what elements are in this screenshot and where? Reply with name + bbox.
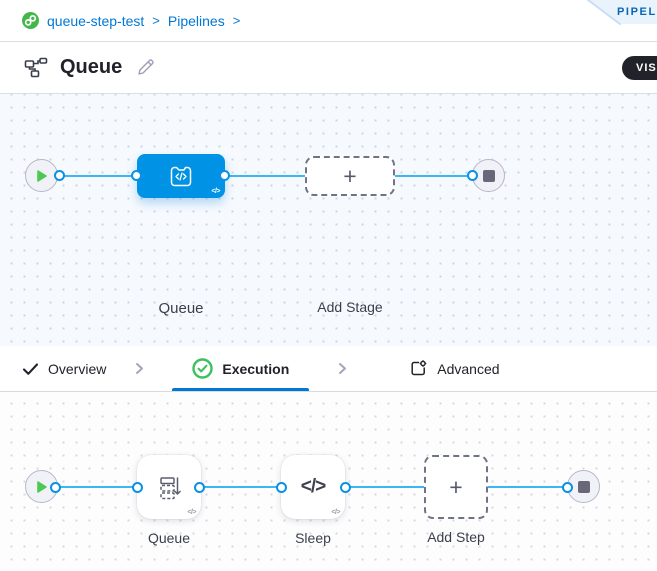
connector-port[interactable] (131, 170, 142, 181)
visual-yaml-toggle[interactable]: VISUAL (622, 56, 657, 80)
step-code-badge: </> (187, 509, 196, 516)
tab-execution-label: Execution (222, 360, 290, 377)
connector-line (345, 486, 424, 488)
visual-toggle-label: VISUAL (636, 62, 657, 74)
breadcrumb-bar: queue-step-test > Pipelines > PIPELINE S… (0, 0, 657, 42)
check-circle-icon (192, 358, 214, 379)
execution-canvas[interactable]: </> </> </> + Queue Sleep Add Step (0, 392, 657, 571)
step-code-badge: </> (331, 509, 340, 516)
step-node-queue[interactable]: </> (137, 455, 201, 519)
chevron-right-icon (335, 361, 349, 376)
add-stage-button[interactable]: + (305, 156, 395, 196)
edit-pipeline-name-button[interactable] (136, 58, 155, 77)
step-label: Queue (147, 530, 191, 546)
plus-icon: + (449, 473, 463, 500)
add-step-label: Add Step (427, 529, 485, 545)
connector-port[interactable] (132, 482, 143, 493)
connector-port[interactable] (562, 482, 573, 493)
page-title: Queue (60, 56, 123, 78)
connector-port[interactable] (276, 482, 287, 493)
pipeline-header: Queue VISUAL (0, 42, 657, 94)
check-icon (22, 362, 39, 375)
stage-config-tabbar: Overview Execution Advanced (0, 346, 657, 392)
tab-execution[interactable]: Execution (172, 346, 310, 391)
tab-advanced[interactable]: Advanced (409, 346, 500, 391)
queue-step-icon (160, 477, 181, 500)
breadcrumb-separator: > (152, 13, 160, 28)
connector-line (55, 486, 137, 488)
play-icon (37, 169, 47, 182)
stop-icon (577, 480, 590, 493)
pipeline-studio-ribbon-label: PIPELINE STUDIO (617, 6, 657, 18)
connector-port[interactable] (50, 482, 61, 493)
chevron-right-icon (132, 361, 146, 376)
connector-line (225, 175, 305, 177)
add-step-button[interactable]: + (424, 455, 488, 519)
breadcrumb-pipelines-link[interactable]: Pipelines (167, 12, 225, 29)
add-stage-label: Add Stage (317, 299, 383, 315)
step-node-sleep[interactable]: </> </> (281, 455, 345, 519)
code-icon: </> (300, 476, 327, 497)
tab-advanced-label: Advanced (437, 360, 500, 377)
connector-line (59, 175, 137, 177)
step-label: Sleep (295, 530, 331, 546)
breadcrumb-separator: > (232, 13, 241, 28)
plus-icon: + (343, 162, 357, 189)
ci-stage-icon (170, 166, 192, 186)
connector-port[interactable] (194, 482, 205, 493)
breadcrumb-project-link[interactable]: queue-step-test (47, 12, 145, 29)
connector-port[interactable] (219, 170, 230, 181)
tab-gear-icon (411, 360, 427, 376)
stage-canvas[interactable]: </> + Queue Add Stage (0, 94, 657, 346)
stop-icon (482, 169, 495, 182)
pencil-icon (138, 59, 154, 75)
connector-port[interactable] (467, 170, 478, 181)
stage-node-queue[interactable]: </> (137, 154, 225, 198)
connector-line (488, 486, 568, 488)
stage-label: Queue (158, 300, 204, 317)
tab-overview[interactable]: Overview (22, 346, 106, 391)
pipeline-icon (24, 57, 48, 78)
tab-overview-label: Overview (48, 360, 107, 377)
connector-port[interactable] (54, 170, 65, 181)
connector-line (199, 486, 281, 488)
connector-line (395, 175, 473, 177)
project-icon (22, 12, 39, 29)
play-icon (37, 480, 47, 493)
stage-code-badge: </> (211, 188, 220, 195)
connector-port[interactable] (340, 482, 351, 493)
